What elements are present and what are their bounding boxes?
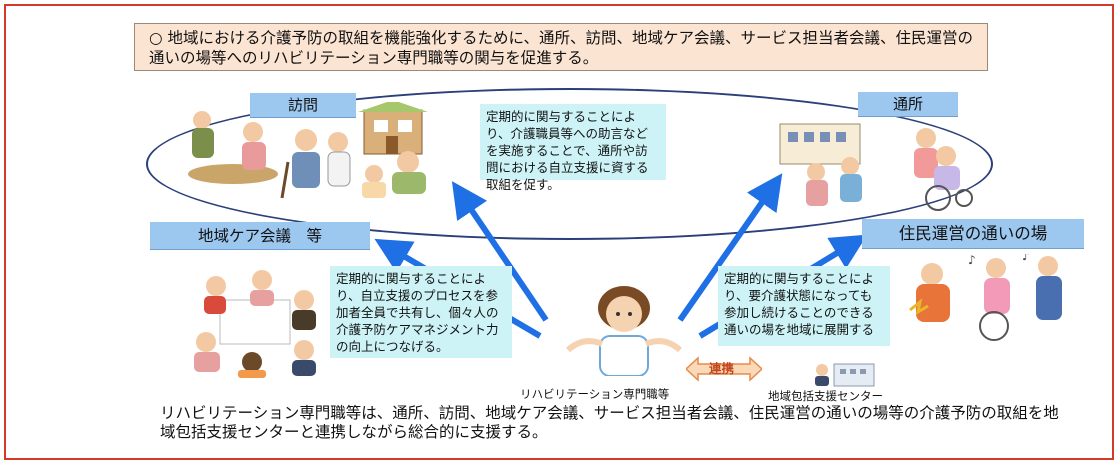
header-banner: ○ 地域における介護予防の取組を機能強化するために、通所、訪問、地域ケア会議、サ… [134,23,988,71]
relationship-ellipse [146,88,993,240]
note-right: 定期的に関与することにより、要介護状態になっても参加し続けることのできる通いの場… [718,266,890,346]
rehab-professional-illustration [566,286,682,376]
community-gathering-illustration: ♪ ♪ [909,254,1062,341]
care-conference-illustration [194,270,316,378]
note-top: 定期的に関与することにより、介護職員等への助言などを実施することで、通所や訪問に… [480,104,666,192]
label-tsusho: 通所 [858,92,958,117]
arrow-to-tsusho [677,173,783,322]
note-left: 定期的に関与することにより、自立支援のプロセスを参加者全員で共有し、個々人の介護… [330,266,512,358]
bottom-description: リハビリテーション専門職等は、通所、訪問、地域ケア会議、サービス担当者会議、住民… [160,404,1059,441]
center-caption: リハビリテーション専門職等 [520,387,670,401]
label-houmon: 訪問 [250,93,356,118]
svg-text:♪: ♪ [1022,254,1030,263]
arrow-to-houmon [451,181,549,322]
support-center-icon [815,363,875,387]
label-jumin-kayoi: 住民運営の通いの場 [862,219,1084,249]
label-chiiki-care-kaigi: 地域ケア会議 等 [150,222,370,250]
svg-text:♪: ♪ [968,254,976,267]
link-double-arrow [686,356,762,382]
support-center-caption: 地域包括支援センター [768,389,883,403]
outer-frame [4,4,1114,460]
day-service-illustration [779,123,973,211]
link-label: 連携 [709,361,735,376]
home-visit-illustration [188,102,428,199]
